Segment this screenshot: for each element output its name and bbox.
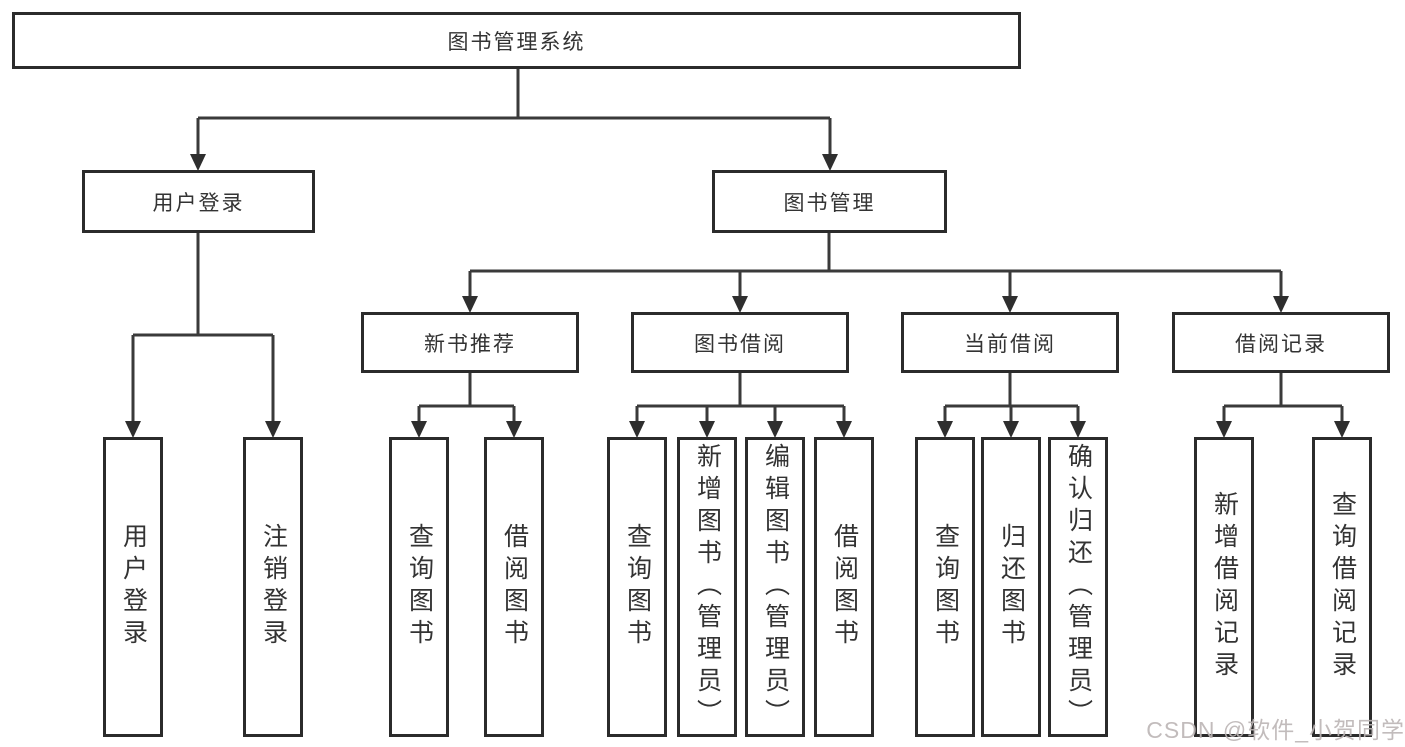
node-user-login-label: 用户登录 xyxy=(152,191,245,215)
leaf-logout: 注销登录 xyxy=(243,437,303,737)
leaf-edit-book-admin-label: 编辑图书（管理员） xyxy=(761,443,790,731)
node-root-label: 图书管理系统 xyxy=(447,30,586,54)
leaf-user-login-label: 用户登录 xyxy=(119,523,148,651)
leaf-return-books: 归还图书 xyxy=(981,437,1041,737)
leaf-query-books-current-label: 查询图书 xyxy=(931,523,960,651)
node-book-management-label: 图书管理 xyxy=(783,191,876,215)
node-new-book-recommend-label: 新书推荐 xyxy=(424,332,516,356)
leaf-add-book-admin: 新增图书（管理员） xyxy=(677,437,737,737)
node-book-management: 图书管理 xyxy=(712,170,947,233)
node-new-book-recommend: 新书推荐 xyxy=(361,312,579,373)
node-user-login: 用户登录 xyxy=(82,170,315,233)
leaf-query-books-current: 查询图书 xyxy=(915,437,975,737)
leaf-borrow-books-recommend-label: 借阅图书 xyxy=(500,523,529,651)
node-current-borrowing-label: 当前借阅 xyxy=(964,332,1056,356)
leaf-add-borrow-record-label: 新增借阅记录 xyxy=(1210,491,1239,683)
leaf-add-borrow-record: 新增借阅记录 xyxy=(1194,437,1254,737)
leaf-confirm-return-admin-label: 确认归还（管理员） xyxy=(1064,443,1093,731)
leaf-user-login: 用户登录 xyxy=(103,437,163,737)
leaf-edit-book-admin: 编辑图书（管理员） xyxy=(745,437,805,737)
node-book-borrowing: 图书借阅 xyxy=(631,312,849,373)
node-borrowing-records: 借阅记录 xyxy=(1172,312,1390,373)
leaf-query-books-recommend: 查询图书 xyxy=(389,437,449,737)
leaf-query-borrow-record-label: 查询借阅记录 xyxy=(1328,491,1357,683)
leaf-query-books-borrowing-label: 查询图书 xyxy=(623,523,652,651)
node-current-borrowing: 当前借阅 xyxy=(901,312,1119,373)
node-borrowing-records-label: 借阅记录 xyxy=(1235,332,1327,356)
leaf-query-borrow-record: 查询借阅记录 xyxy=(1312,437,1372,737)
leaf-add-book-admin-label: 新增图书（管理员） xyxy=(693,443,722,731)
leaf-borrow-books-borrowing-label: 借阅图书 xyxy=(830,523,859,651)
node-root: 图书管理系统 xyxy=(12,12,1021,69)
leaf-return-books-label: 归还图书 xyxy=(997,523,1026,651)
node-book-borrowing-label: 图书借阅 xyxy=(694,332,786,356)
leaf-query-books-borrowing: 查询图书 xyxy=(607,437,667,737)
leaf-borrow-books-recommend: 借阅图书 xyxy=(484,437,544,737)
leaf-query-books-recommend-label: 查询图书 xyxy=(405,523,434,651)
watermark: CSDN @软件_小贺同学 xyxy=(1146,717,1405,743)
arrowhead-icons xyxy=(125,154,1350,438)
leaf-logout-label: 注销登录 xyxy=(259,523,288,651)
leaf-borrow-books-borrowing: 借阅图书 xyxy=(814,437,874,737)
leaf-confirm-return-admin: 确认归还（管理员） xyxy=(1048,437,1108,737)
